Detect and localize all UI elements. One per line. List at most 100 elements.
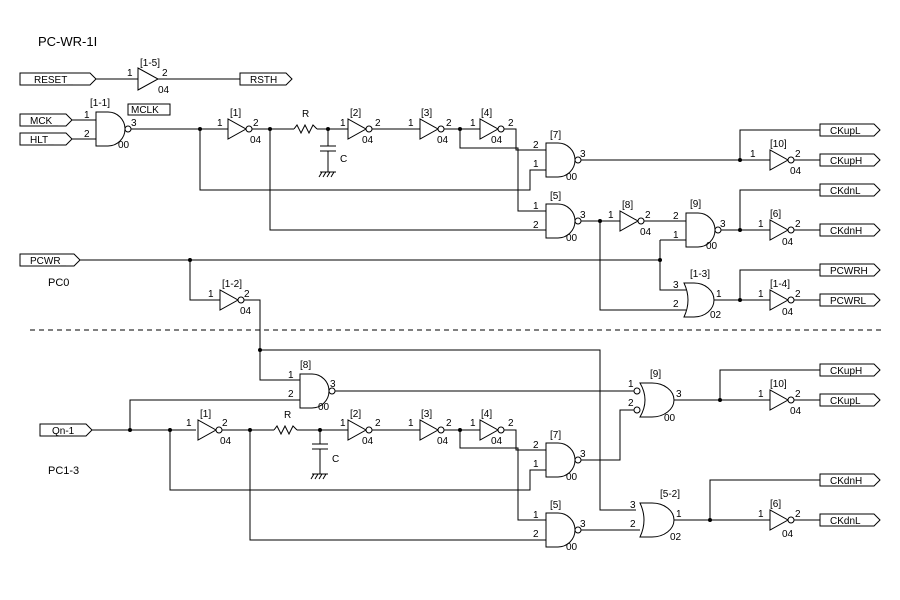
svg-text:[3]: [3] xyxy=(421,409,432,420)
inverter-gate-6-bottom[interactable]: [6] 04 2 xyxy=(769,499,801,540)
svg-text:04: 04 xyxy=(790,406,802,417)
port-rsth-out[interactable]: RSTH xyxy=(239,72,293,86)
port-qn1-in[interactable]: Qn-1 xyxy=(39,423,93,437)
inverter-gate-2[interactable]: [2] 04 2 xyxy=(347,108,381,146)
svg-text:[1-3]: [1-3] xyxy=(690,269,710,280)
svg-text:[6]: [6] xyxy=(770,499,781,510)
svg-text:[10]: [10] xyxy=(770,139,787,150)
port-ckdnl-out-bottom[interactable]: CKdnL xyxy=(819,513,881,527)
port-reset-in[interactable]: RESET_ xyxy=(19,72,97,86)
nand-gate-5-bottom[interactable]: [5] 00 1 2 3 xyxy=(533,500,586,553)
port-ckdnh-out-bottom[interactable]: CKdnH xyxy=(819,473,881,487)
port-ckuph-out-bottom[interactable]: CKupH xyxy=(819,363,881,377)
nand-gate-9[interactable]: [9] 00 2 1 3 xyxy=(673,199,726,252)
svg-text:1: 1 xyxy=(84,110,90,121)
inverter-gate-8[interactable]: [8] 04 2 xyxy=(619,200,652,238)
svg-text:1: 1 xyxy=(676,509,682,520)
port-pcwrl-out[interactable]: PCWRL xyxy=(819,293,881,307)
schematic-title: PC-WR-1I xyxy=(38,34,97,49)
svg-text:2: 2 xyxy=(222,418,228,429)
port-ckdnh-out[interactable]: CKdnH xyxy=(819,223,881,237)
svg-text:04: 04 xyxy=(250,135,262,146)
inverter-gate-6[interactable]: [6] 04 2 xyxy=(769,209,801,248)
nand-gate-7[interactable]: [7] 00 2 1 3 xyxy=(533,130,586,183)
svg-text:3: 3 xyxy=(580,210,586,221)
svg-text:3: 3 xyxy=(330,379,336,390)
svg-text:[1]: [1] xyxy=(230,108,241,119)
inverter-gate-1-bottom[interactable]: [1] 04 2 xyxy=(197,409,232,447)
resistor-r: R xyxy=(293,109,318,135)
inverter-gate-4[interactable]: [4] 04 2 xyxy=(479,108,514,146)
svg-text:04: 04 xyxy=(782,307,794,318)
svg-text:2: 2 xyxy=(253,118,259,129)
svg-text:[5]: [5] xyxy=(550,191,561,202)
inverter-gate-3-bottom[interactable]: [3] 04 2 xyxy=(419,409,452,447)
inverter-gate-1-4[interactable]: [1-4] 04 2 xyxy=(769,279,801,318)
inverter-gate-1-2[interactable]: [1-2] 04 2 xyxy=(219,279,252,317)
svg-text:C: C xyxy=(332,454,339,465)
buffer-gate-1-5[interactable]: [1-5] 04 2 xyxy=(137,58,170,96)
svg-text:C: C xyxy=(340,154,347,165)
port-pcwr-in[interactable]: PCWR_ xyxy=(19,253,81,267)
nor-gate-1-3[interactable]: [1-3] 02 3 2 1 xyxy=(673,269,722,321)
resistor-r-bottom: R xyxy=(273,410,298,436)
svg-text:00: 00 xyxy=(706,241,718,252)
svg-text:[3]: [3] xyxy=(421,108,432,119)
svg-text:1: 1 xyxy=(533,459,539,470)
inverter-gate-2-bottom[interactable]: [2] 04 2 xyxy=(347,409,381,447)
section-label-pc0: PC0 xyxy=(48,277,69,289)
svg-text:00: 00 xyxy=(566,472,578,483)
svg-text:2: 2 xyxy=(533,440,539,451)
inverter-gate-3[interactable]: [3] 04 2 xyxy=(419,108,452,146)
svg-text:04: 04 xyxy=(437,436,449,447)
nand-gate-5[interactable]: [5] 00 1 2 3 xyxy=(533,191,586,244)
svg-text:3: 3 xyxy=(131,118,137,129)
inverter-gate-10-bottom[interactable]: [10] 04 2 xyxy=(769,379,802,417)
svg-text:CKdnL: CKdnL xyxy=(830,186,861,197)
svg-text:[1-1]: [1-1] xyxy=(90,98,110,109)
inverter-gate-10[interactable]: [10] 04 2 xyxy=(769,139,802,177)
port-ckupl-out[interactable]: CKupL xyxy=(819,123,881,137)
svg-text:2: 2 xyxy=(645,210,651,221)
svg-text:[8]: [8] xyxy=(622,200,633,211)
svg-text:2: 2 xyxy=(533,220,539,231)
svg-text:1: 1 xyxy=(408,118,414,129)
port-pcwrh-out[interactable]: PCWRH xyxy=(819,263,881,277)
inverter-gate-1[interactable]: [1] 04 2 xyxy=(227,108,262,146)
nand-gate-9-bottom[interactable]: [9] 00 1 2 3 xyxy=(628,369,682,424)
svg-text:1: 1 xyxy=(608,210,614,221)
svg-text:2: 2 xyxy=(795,389,801,400)
nand-gate-8-bottom[interactable]: [8] 00 1 2 3 xyxy=(288,360,336,413)
svg-text:[2]: [2] xyxy=(350,108,361,119)
port-mck-label: MCK_ xyxy=(30,116,58,127)
svg-text:1: 1 xyxy=(750,149,756,160)
svg-text:1: 1 xyxy=(533,159,539,170)
svg-text:2: 2 xyxy=(375,118,381,129)
port-ckupl-out-bottom[interactable]: CKupL xyxy=(819,393,881,407)
svg-text:00: 00 xyxy=(566,172,578,183)
port-pcwr-label: PCWR_ xyxy=(30,256,67,267)
svg-text:2: 2 xyxy=(795,289,801,300)
svg-text:[5-2]: [5-2] xyxy=(660,489,680,500)
svg-text:[1-2]: [1-2] xyxy=(222,279,242,290)
svg-text:2: 2 xyxy=(795,509,801,520)
inverter-gate-4-bottom[interactable]: [4] 04 2 xyxy=(479,409,514,447)
nand-gate-7-bottom[interactable]: [7] 00 2 1 3 xyxy=(533,430,586,483)
port-mck-in[interactable]: MCK_ xyxy=(19,113,73,127)
port-ckuph-out[interactable]: CKupH xyxy=(819,153,881,167)
nor-gate-5-2[interactable]: [5-2] 02 3 2 1 xyxy=(630,489,682,543)
svg-text:1: 1 xyxy=(127,68,133,79)
port-ckdnl-out[interactable]: CKdnL xyxy=(819,183,881,197)
svg-text:2: 2 xyxy=(533,140,539,151)
svg-text:3: 3 xyxy=(630,500,636,511)
svg-text:3: 3 xyxy=(676,389,682,400)
svg-text:2: 2 xyxy=(162,68,168,79)
port-hlt-in[interactable]: HLT_ xyxy=(19,132,73,146)
svg-text:04: 04 xyxy=(362,135,374,146)
nand-gate-1-1[interactable]: [1-1] 00 1 2 3 xyxy=(84,98,137,151)
svg-text:00: 00 xyxy=(566,233,578,244)
svg-text:PCWRH: PCWRH xyxy=(830,266,868,277)
svg-text:1: 1 xyxy=(533,201,539,212)
ground-symbol-bottom xyxy=(310,473,328,480)
